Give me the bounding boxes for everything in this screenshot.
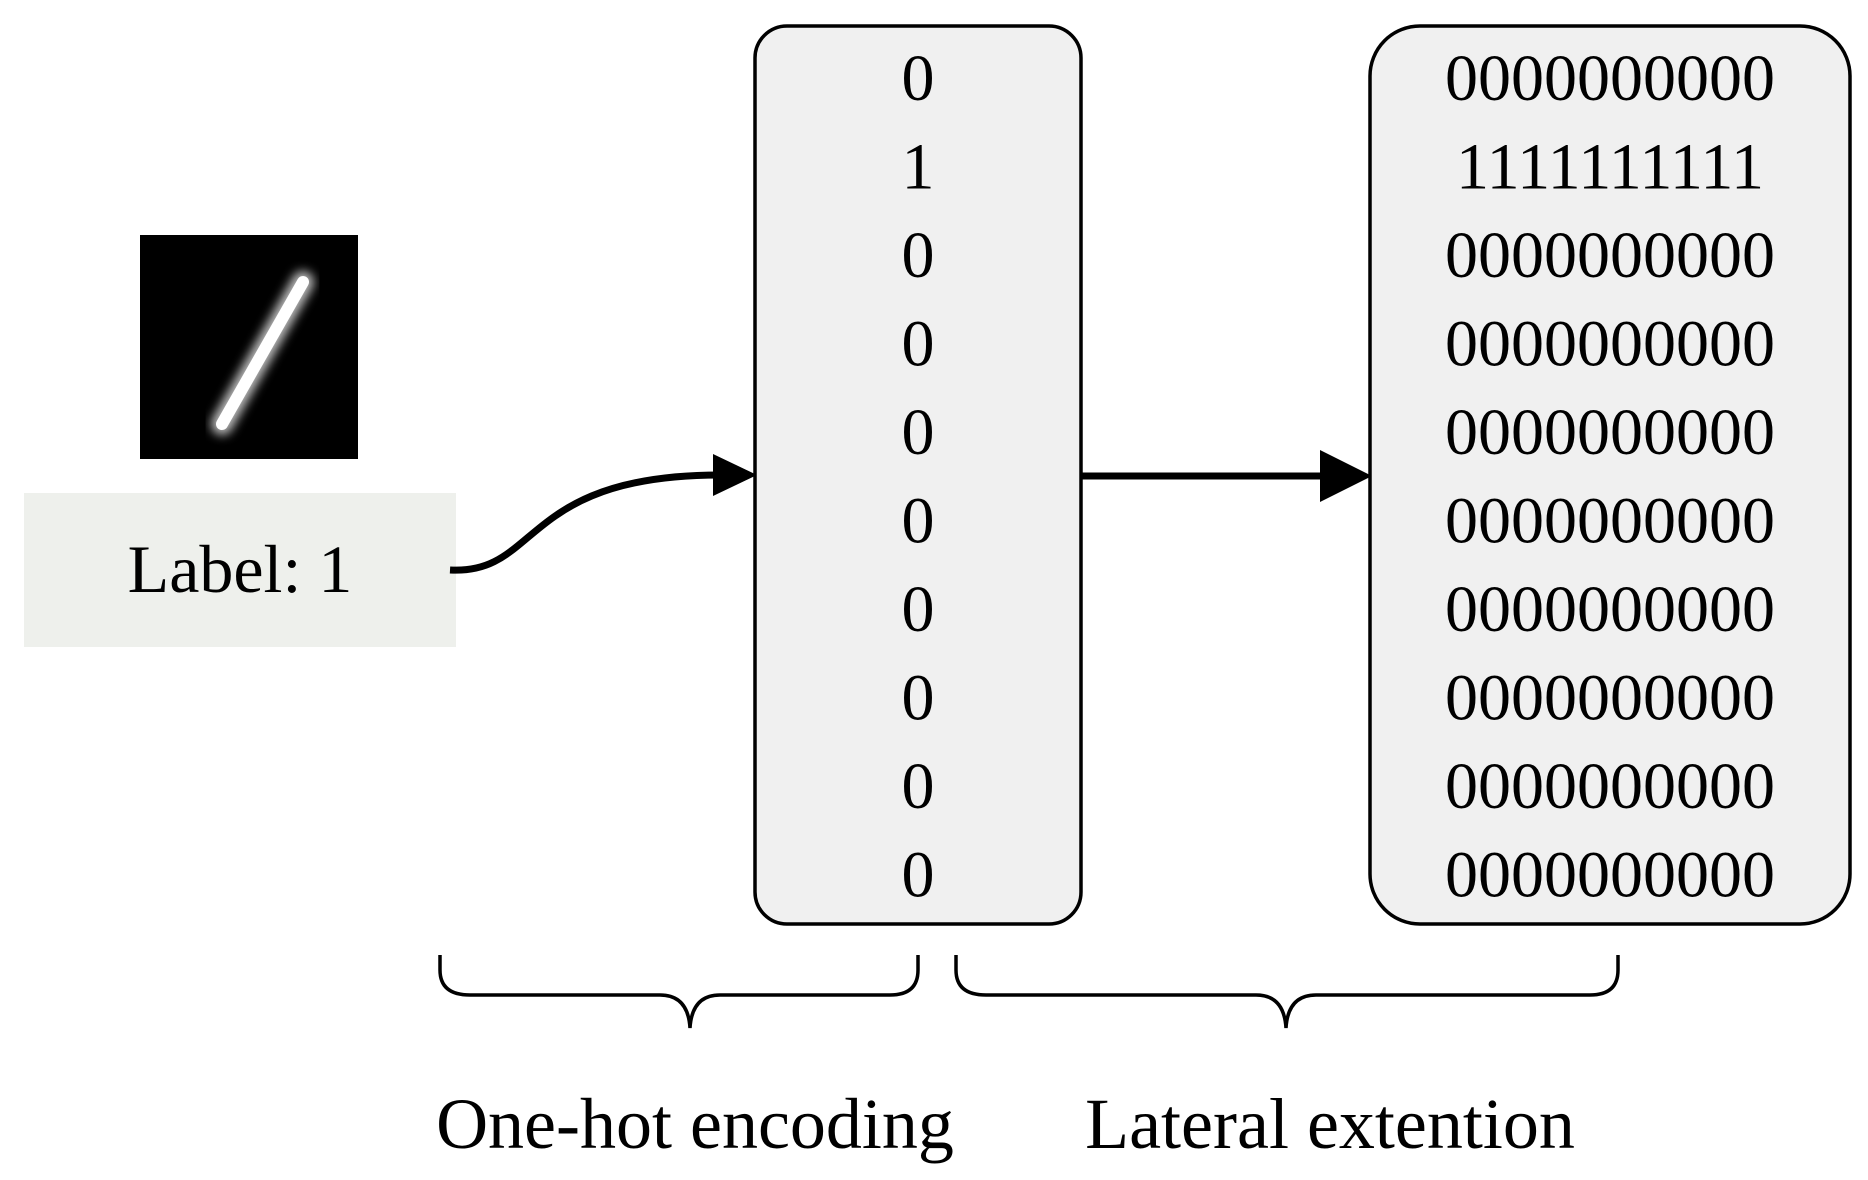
one-hot-value: 0 xyxy=(902,219,935,292)
one-hot-box: 0 1 0 0 0 0 0 0 0 0 xyxy=(753,24,1083,926)
lateral-row: 0000000000 xyxy=(1445,750,1775,823)
lateral-row: 0000000000 xyxy=(1445,573,1775,646)
label-text: Label: 1 xyxy=(128,531,353,607)
one-hot-values: 0 1 0 0 0 0 0 0 0 0 xyxy=(902,42,935,912)
lateral-row: 0000000000 xyxy=(1445,485,1775,558)
lateral-row: 1111111111 xyxy=(1456,131,1764,204)
lateral-row: 0000000000 xyxy=(1445,42,1775,115)
lateral-row: 0000000000 xyxy=(1445,219,1775,292)
lateral-caption: Lateral extention xyxy=(1085,1084,1575,1164)
one-hot-value: 0 xyxy=(902,485,935,558)
one-hot-value: 0 xyxy=(902,839,935,912)
one-hot-brace xyxy=(438,955,920,1029)
one-hot-value: 0 xyxy=(902,750,935,823)
lateral-box: 0000000000 1111111111 0000000000 0000000000… xyxy=(1368,24,1852,926)
one-hot-value: 1 xyxy=(902,131,935,204)
lateral-row: 0000000000 xyxy=(1445,396,1775,469)
one-hot-value: 0 xyxy=(902,573,935,646)
one-hot-value: 0 xyxy=(902,662,935,735)
straight-arrow xyxy=(1080,450,1372,502)
one-hot-value: 0 xyxy=(902,396,935,469)
lateral-row: 0000000000 xyxy=(1445,308,1775,381)
curved-arrow xyxy=(449,454,757,574)
lateral-brace xyxy=(954,955,1620,1029)
one-hot-value: 0 xyxy=(902,42,935,115)
one-hot-caption: One-hot encoding xyxy=(436,1084,954,1164)
lateral-row: 0000000000 xyxy=(1445,662,1775,735)
label-box: Label: 1 xyxy=(24,493,456,647)
lateral-row: 0000000000 xyxy=(1445,839,1775,912)
digit-image xyxy=(140,235,358,459)
one-hot-value: 0 xyxy=(902,308,935,381)
lateral-rows: 0000000000 1111111111 0000000000 0000000000… xyxy=(1445,42,1775,912)
